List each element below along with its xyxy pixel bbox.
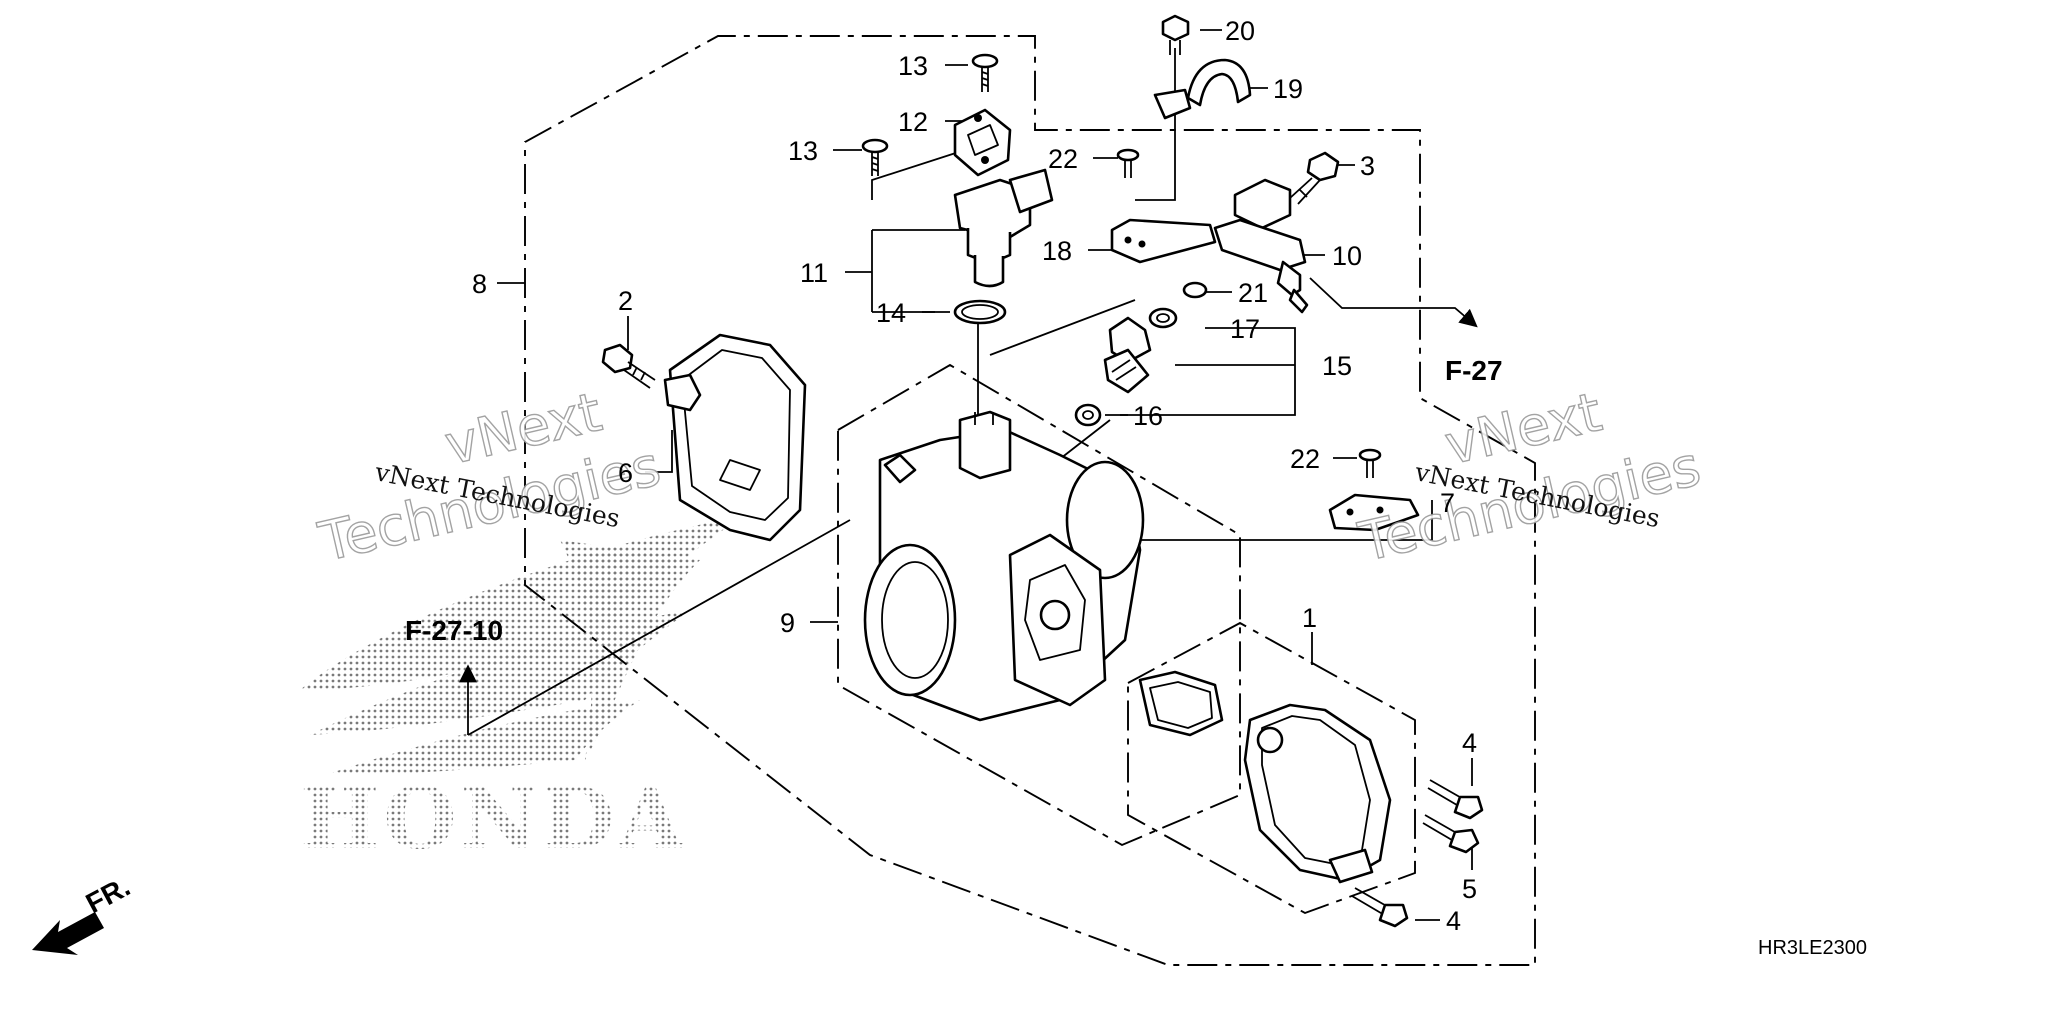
callout-7: 7 xyxy=(1440,488,1455,518)
reference-f-27-10[interactable]: F-27-10 xyxy=(405,615,503,646)
o-ring-14 xyxy=(953,299,1007,325)
seal-16 xyxy=(1074,403,1102,427)
honda-wing-logo: HONDA xyxy=(300,515,745,868)
bolt-2 xyxy=(601,343,656,389)
bolt-3 xyxy=(1289,151,1340,205)
callout-9: 9 xyxy=(780,608,795,638)
callout-15: 15 xyxy=(1322,351,1352,381)
callout-6: 6 xyxy=(618,458,633,488)
brand-logo-text: HONDA xyxy=(300,769,687,868)
callout-22-upper: 22 xyxy=(1048,144,1078,174)
callout-10: 10 xyxy=(1332,241,1362,271)
drawing-code: HR3LE2300 xyxy=(1758,937,1867,959)
callout-labels: 1 2 3 4 4 5 6 7 8 9 10 11 12 13 13 14 15… xyxy=(472,16,1477,936)
bolt-13-upper xyxy=(971,53,999,92)
group-boundary-9 xyxy=(837,363,1241,847)
seal-17 xyxy=(1148,307,1178,329)
group-boundary-8 xyxy=(524,35,1536,966)
callout-18: 18 xyxy=(1042,236,1072,266)
bracket-18 xyxy=(1110,218,1217,264)
callout-14: 14 xyxy=(876,298,906,328)
callout-5: 5 xyxy=(1462,874,1477,904)
callout-4-lower: 4 xyxy=(1446,906,1461,936)
leader-lines xyxy=(459,29,1478,921)
watermark-right: vNext Technologies vNext Technologies xyxy=(1352,380,1707,575)
callout-13-lower: 13 xyxy=(788,136,818,166)
callout-17: 17 xyxy=(1230,314,1260,344)
reference-f-27[interactable]: F-27 xyxy=(1445,355,1503,386)
callout-22-lower: 22 xyxy=(1290,444,1320,474)
front-arrow-icon xyxy=(32,912,104,955)
bolt-4-lower xyxy=(1351,887,1409,928)
front-indicator-label: FR. xyxy=(81,871,135,920)
bolt-5 xyxy=(1422,814,1480,854)
screw-22-lower xyxy=(1358,448,1382,478)
throttle-cover-6 xyxy=(663,333,807,542)
front-direction-indicator: FR. xyxy=(32,871,135,955)
callout-12: 12 xyxy=(898,107,928,137)
callout-20: 20 xyxy=(1225,16,1255,46)
plate-7 xyxy=(1328,493,1420,532)
clamp-19 xyxy=(1153,58,1252,120)
throttle-body-9 xyxy=(863,410,1145,722)
gasket-9 xyxy=(1138,670,1224,737)
map-sensor-10 xyxy=(1213,178,1309,314)
callout-8: 8 xyxy=(472,269,487,299)
callout-19: 19 xyxy=(1273,74,1303,104)
callout-16: 16 xyxy=(1133,401,1163,431)
throttle-sensor-1 xyxy=(1243,703,1392,884)
callout-3: 3 xyxy=(1360,151,1375,181)
callout-2: 2 xyxy=(618,286,633,316)
callout-21: 21 xyxy=(1238,278,1268,308)
screw-22-upper xyxy=(1116,148,1140,178)
bolt-20 xyxy=(1161,14,1190,55)
callout-4-upper: 4 xyxy=(1462,728,1477,758)
callout-13-upper: 13 xyxy=(898,51,928,81)
watermark-left: vNext Technologies vNext Technologies xyxy=(312,380,667,575)
sensor-11 xyxy=(953,168,1054,288)
fuel-injector-15 xyxy=(1103,316,1152,394)
group-boundary-1 xyxy=(1127,621,1416,915)
callout-1: 1 xyxy=(1302,603,1317,633)
bolt-4-upper xyxy=(1427,779,1484,820)
o-ring-21 xyxy=(1182,281,1208,299)
callout-11: 11 xyxy=(800,258,828,288)
sensor-plate-12 xyxy=(953,108,1012,177)
bolt-13-lower xyxy=(861,138,889,176)
